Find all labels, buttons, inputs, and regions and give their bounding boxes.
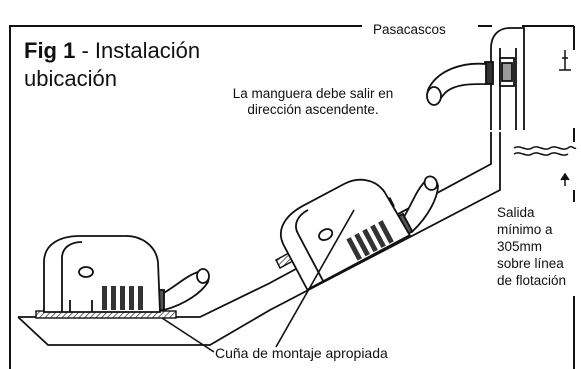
figure-title: Fig 1 - Instalación xyxy=(24,38,201,63)
hose-note-line1: La manguera debe salir en xyxy=(232,86,394,101)
outlet-height-note: Salida mínimo a 305mm sobre línea de flo… xyxy=(497,204,577,289)
upper-hose xyxy=(426,62,487,106)
mounting-wedge-label: Cuña de montaje apropiada xyxy=(215,345,388,361)
outlet-note-line4: sobre línea xyxy=(497,256,564,271)
outlet-note-line2: mínimo a xyxy=(497,222,553,237)
figure-frame xyxy=(9,25,575,369)
upper-bilge-pump xyxy=(279,175,439,291)
hose-direction-note: La manguera debe salir en dirección asce… xyxy=(198,86,428,118)
thru-hull-fitting xyxy=(484,27,525,130)
lower-bilge-pump xyxy=(43,235,210,313)
leader-lines xyxy=(161,209,355,353)
thru-hull-label: Pasacascos xyxy=(373,22,446,37)
outlet-note-line1: Salida xyxy=(497,205,535,220)
hose-note-line2: dirección ascendente. xyxy=(247,102,379,117)
figure-title-line2: ubicación xyxy=(24,66,117,91)
outlet-note-line3: 305mm xyxy=(497,239,543,254)
outlet-note-line5: de flotación xyxy=(497,273,567,288)
waterline-marker xyxy=(513,50,577,186)
